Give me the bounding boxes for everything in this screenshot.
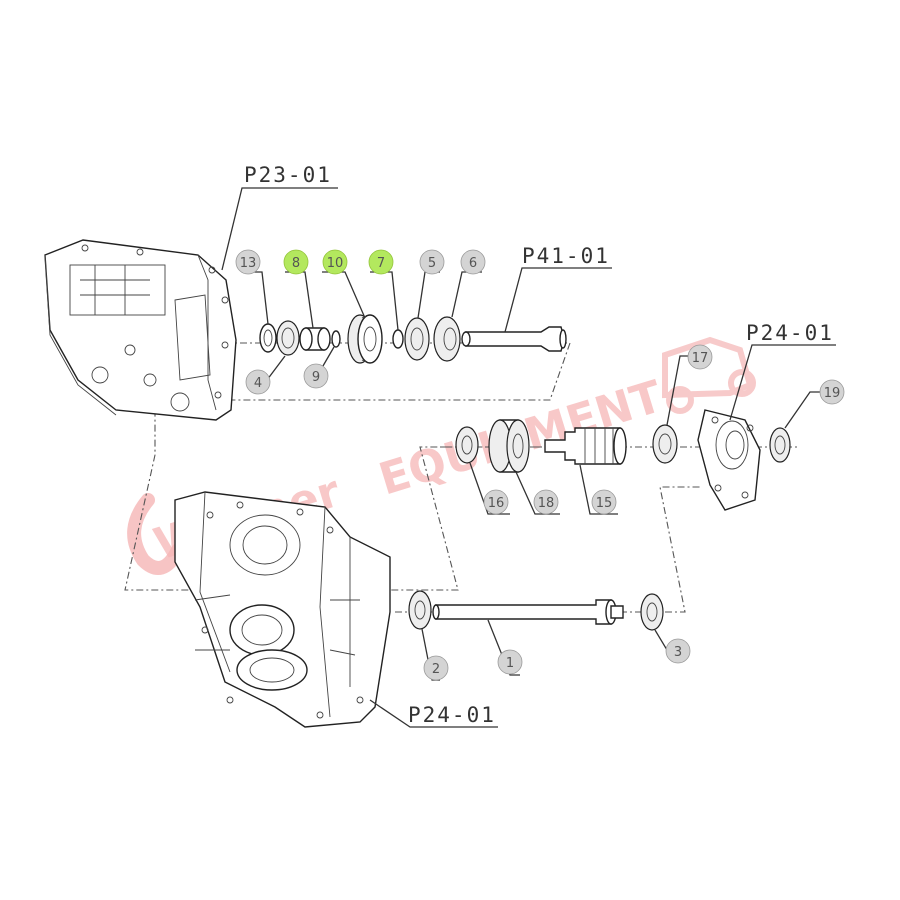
callout-1: 1: [497, 649, 523, 675]
watermark-truck-icon: [662, 336, 756, 414]
callout-9-label: 9: [312, 370, 320, 385]
callout-4-label: 4: [254, 376, 262, 391]
callout-19: 19: [819, 379, 845, 405]
ref-label-housing-top: P23-01: [244, 163, 332, 187]
callout-4: 4: [245, 369, 271, 395]
callout-3-label: 3: [674, 645, 682, 660]
leader-lines: [221, 187, 836, 728]
callout-17: 17: [687, 344, 713, 370]
ref-label-cover-right: P24-01: [746, 321, 834, 345]
top-housing: [44, 239, 237, 421]
callouts: 13 8 10 7 5 6 4 9: [235, 249, 845, 681]
callout-8: 8: [283, 249, 309, 275]
middle-shaft-parts: [455, 409, 791, 511]
callout-13-label: 13: [240, 256, 257, 271]
callout-9: 9: [303, 363, 329, 389]
bottom-shaft-parts: [408, 590, 664, 631]
bottom-housing: [174, 491, 391, 728]
top-shaft-parts: [259, 314, 567, 364]
ref-label-housing-bottom: P24-01: [408, 703, 496, 727]
callout-17-label: 17: [692, 351, 709, 366]
callout-10-label: 10: [327, 256, 344, 271]
callout-18: 18: [533, 489, 559, 515]
callout-8-label: 8: [292, 256, 300, 271]
callout-18-label: 18: [538, 496, 555, 511]
reference-labels: P23-01 P41-01 P24-01 P24-01: [244, 163, 834, 727]
callout-10: 10: [322, 249, 348, 275]
callout-6-label: 6: [469, 256, 477, 271]
callout-16: 16: [483, 489, 509, 515]
callout-16-label: 16: [488, 496, 505, 511]
callout-19-label: 19: [824, 386, 841, 401]
callout-15-label: 15: [596, 496, 613, 511]
callout-15: 15: [591, 489, 617, 515]
callout-6: 6: [460, 249, 486, 275]
callout-5: 5: [419, 249, 445, 275]
callout-2-label: 2: [432, 662, 440, 677]
ref-label-shaft-top: P41-01: [522, 244, 610, 268]
callout-2: 2: [423, 655, 449, 681]
callout-3: 3: [665, 638, 691, 664]
callout-7-label: 7: [377, 256, 385, 271]
callout-13: 13: [235, 249, 261, 275]
callout-7: 7: [368, 249, 394, 275]
callout-1-label: 1: [506, 656, 514, 671]
callout-5-label: 5: [428, 256, 436, 271]
